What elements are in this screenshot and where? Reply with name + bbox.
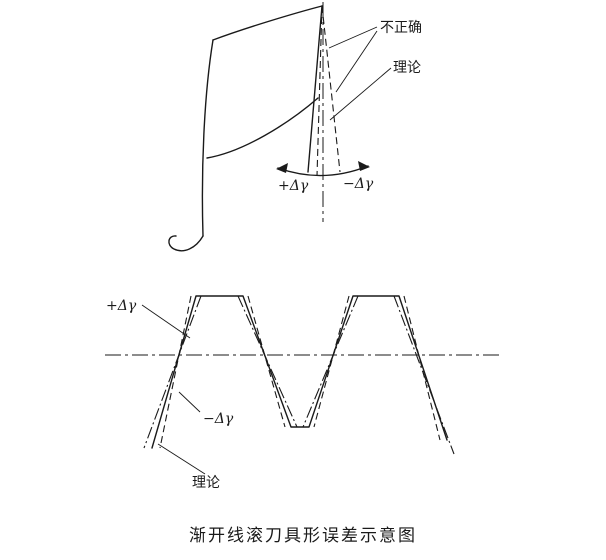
minus-delta-gamma-label-bottom: −Δγ xyxy=(203,411,234,427)
bottom-figure: +Δγ −Δγ 理论 xyxy=(105,295,500,491)
arc-arrow-right-icon xyxy=(358,161,370,171)
angle-arc xyxy=(277,165,369,177)
flank-b-minus xyxy=(237,295,298,428)
flank-d-minus xyxy=(393,295,455,455)
incorrect-profile-line-left xyxy=(316,5,323,177)
tooth-bottom-hook xyxy=(168,235,204,252)
leader-minus-bottom xyxy=(178,391,201,413)
minus-delta-gamma-label-top: −Δγ xyxy=(343,176,374,192)
flank-c-plus xyxy=(313,295,350,428)
top-figure: 不正确 理论 +Δγ −Δγ xyxy=(168,2,422,252)
plus-delta-gamma-label-top: +Δγ xyxy=(278,178,309,194)
incorrect-profile-line-right xyxy=(321,5,341,173)
tooth-top-edge xyxy=(212,5,323,41)
rack-profile-solid xyxy=(151,295,448,449)
leader-incorrect-1 xyxy=(328,26,378,49)
leader-incorrect-2 xyxy=(335,30,378,93)
leader-theory-bottom xyxy=(157,443,206,475)
theory-label-bottom: 理论 xyxy=(192,475,220,491)
figure-caption: 渐开线滚刀具形误差示意图 xyxy=(189,526,417,545)
leader-theory-top xyxy=(329,67,392,121)
tooth-left-edge xyxy=(201,39,214,237)
incorrect-label: 不正确 xyxy=(380,20,422,36)
tooth-inner-curve xyxy=(206,97,319,159)
flank-d-plus xyxy=(403,295,441,441)
flank-a-plus xyxy=(159,295,192,449)
theory-label-top: 理论 xyxy=(393,60,421,76)
plus-delta-gamma-label-bottom: +Δγ xyxy=(106,298,137,314)
theoretical-profile-line xyxy=(307,5,323,173)
arc-arrow-left-icon xyxy=(276,163,288,173)
flank-c-minus xyxy=(302,295,359,428)
flank-b-plus xyxy=(247,295,286,428)
leader-plus-bottom xyxy=(141,304,191,339)
flank-a-minus xyxy=(143,295,202,449)
